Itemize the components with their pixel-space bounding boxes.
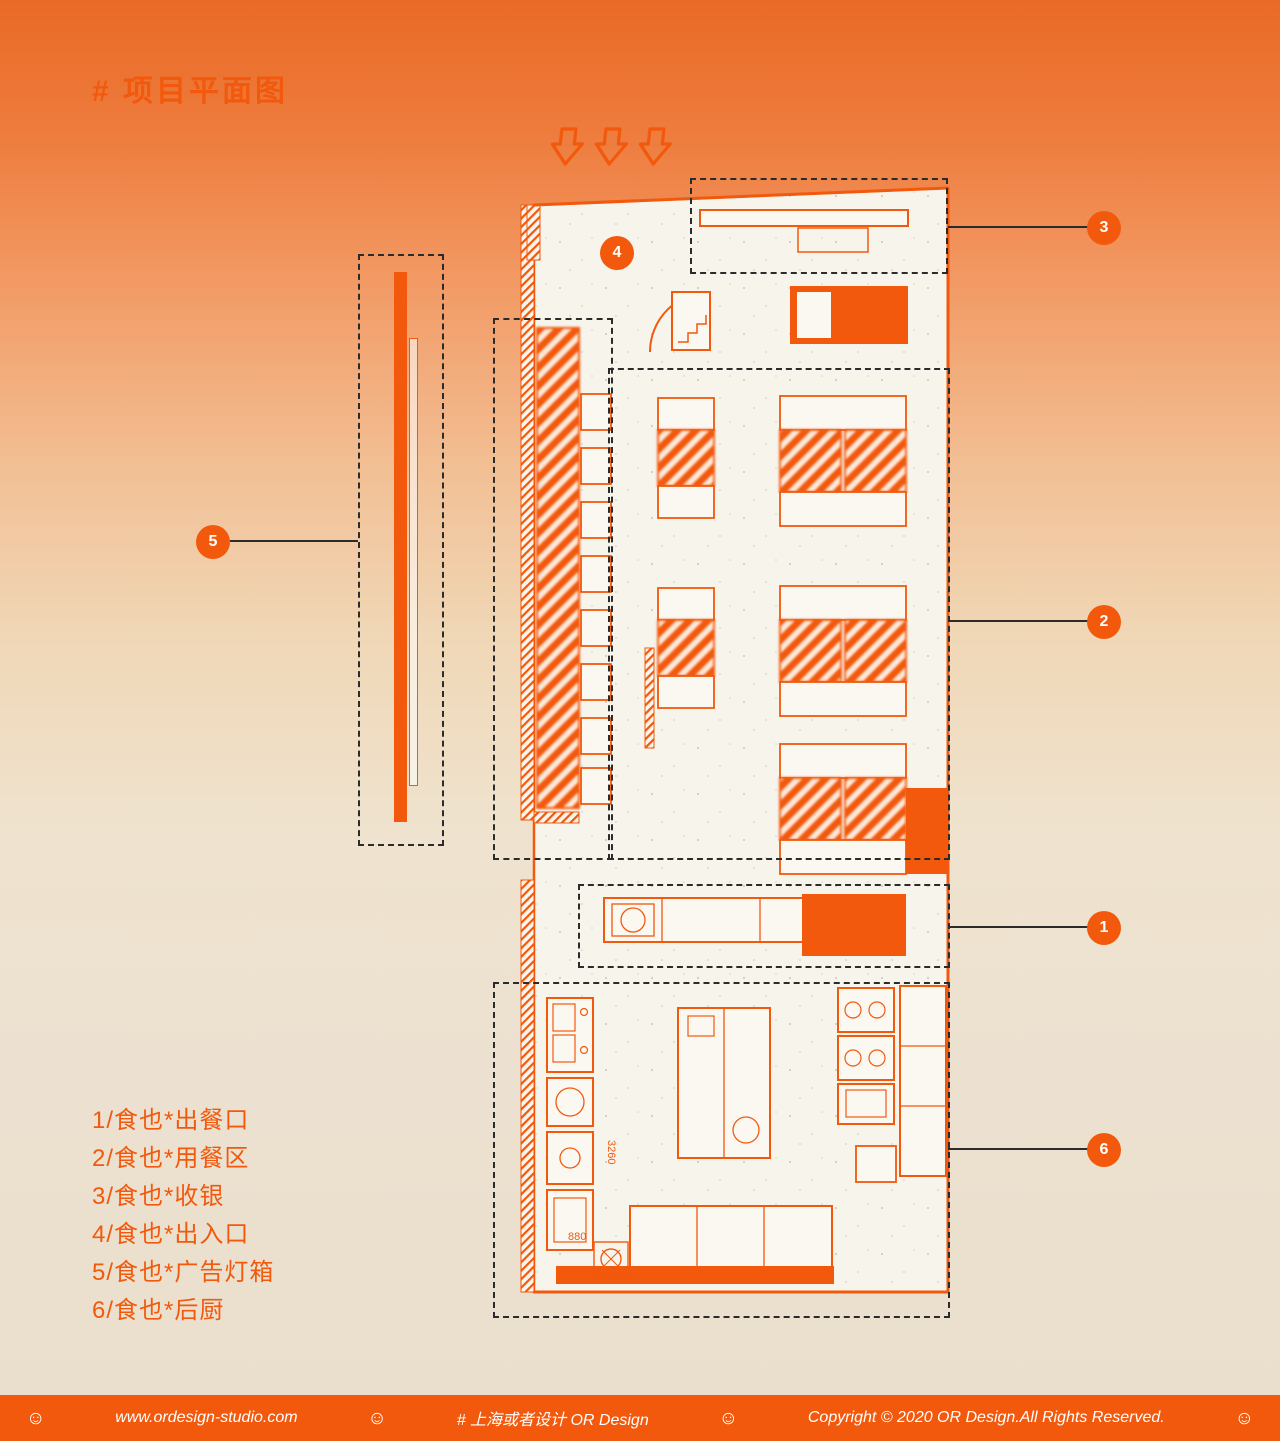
marker-6-label: 6	[1099, 1141, 1109, 1158]
entrance-arrows	[550, 127, 672, 166]
marker-4: 4	[600, 236, 634, 270]
marker-5: 5	[196, 525, 230, 559]
marker-1-label: 1	[1099, 919, 1109, 936]
legend-item-6: 6/食也*后厨	[92, 1297, 225, 1324]
page-title: # 项目平面图	[92, 75, 289, 108]
smiley-icon: ☺	[1234, 1407, 1254, 1429]
legend: 1/食也*出餐口 2/食也*用餐区 3/食也*收银 4/食也*出入口 5/食也*…	[92, 1102, 274, 1330]
down-arrow-icon	[594, 127, 628, 166]
annotation-region-cashier	[690, 178, 948, 274]
leader-line-2	[948, 620, 1088, 622]
kitchen-equipment	[546, 985, 947, 1284]
marker-1: 1	[1087, 911, 1121, 945]
legend-item-2: 2/食也*用餐区	[92, 1145, 250, 1172]
smiley-icon: ☺	[26, 1407, 46, 1429]
marker-5-label: 5	[208, 533, 218, 550]
entrance-stairs	[649, 291, 711, 353]
legend-item-1: 1/食也*出餐口	[92, 1107, 250, 1134]
down-arrow-icon	[638, 127, 672, 166]
annotation-region-kitchen	[493, 982, 950, 1318]
leader-line-5	[230, 540, 358, 542]
marker-3-label: 3	[1099, 219, 1109, 236]
copyright-text: Copyright © 2020 OR Design.All Rights Re…	[807, 1409, 1165, 1426]
annotation-region-pickup	[578, 884, 950, 968]
website-text: www.ordesign-studio.com	[115, 1409, 298, 1426]
dimension-labels: 3260 880	[568, 1140, 617, 1243]
marker-4-label: 4	[612, 244, 622, 261]
legend-item-3: 3/食也*收银	[92, 1183, 225, 1210]
center-tables	[657, 397, 715, 709]
lightbox-panel	[409, 338, 418, 786]
floor-plan: 3260 880	[520, 186, 950, 1294]
leader-line-6	[948, 1148, 1088, 1150]
legend-item-4: 4/食也*出入口	[92, 1221, 250, 1248]
down-arrow-icon	[550, 127, 584, 166]
marker-3: 3	[1087, 211, 1121, 245]
lightbox-bar	[394, 272, 407, 822]
annotation-region-dining-main	[608, 368, 950, 860]
legend-item-5: 5/食也*广告灯箱	[92, 1259, 275, 1286]
footer-bar: ☺ www.ordesign-studio.com ☺ # 上海或者设计 OR …	[0, 1395, 1280, 1441]
studio-name: # 上海或者设计 OR Design	[456, 1412, 649, 1429]
annotation-region-lightbox	[358, 254, 444, 846]
annotation-region-dining-left	[493, 318, 613, 860]
smiley-icon: ☺	[718, 1407, 738, 1429]
marker-6: 6	[1087, 1133, 1121, 1167]
leader-line-3	[948, 226, 1088, 228]
dimension-horizontal: 880	[568, 1231, 586, 1243]
marker-2: 2	[1087, 605, 1121, 639]
service-counter	[603, 894, 906, 956]
marker-2-label: 2	[1099, 613, 1109, 630]
leader-line-1	[948, 926, 1088, 928]
dining-tables	[779, 395, 948, 875]
dimension-vertical: 3260	[605, 1140, 617, 1164]
smiley-icon: ☺	[367, 1407, 387, 1429]
cashier-counter	[699, 209, 909, 344]
